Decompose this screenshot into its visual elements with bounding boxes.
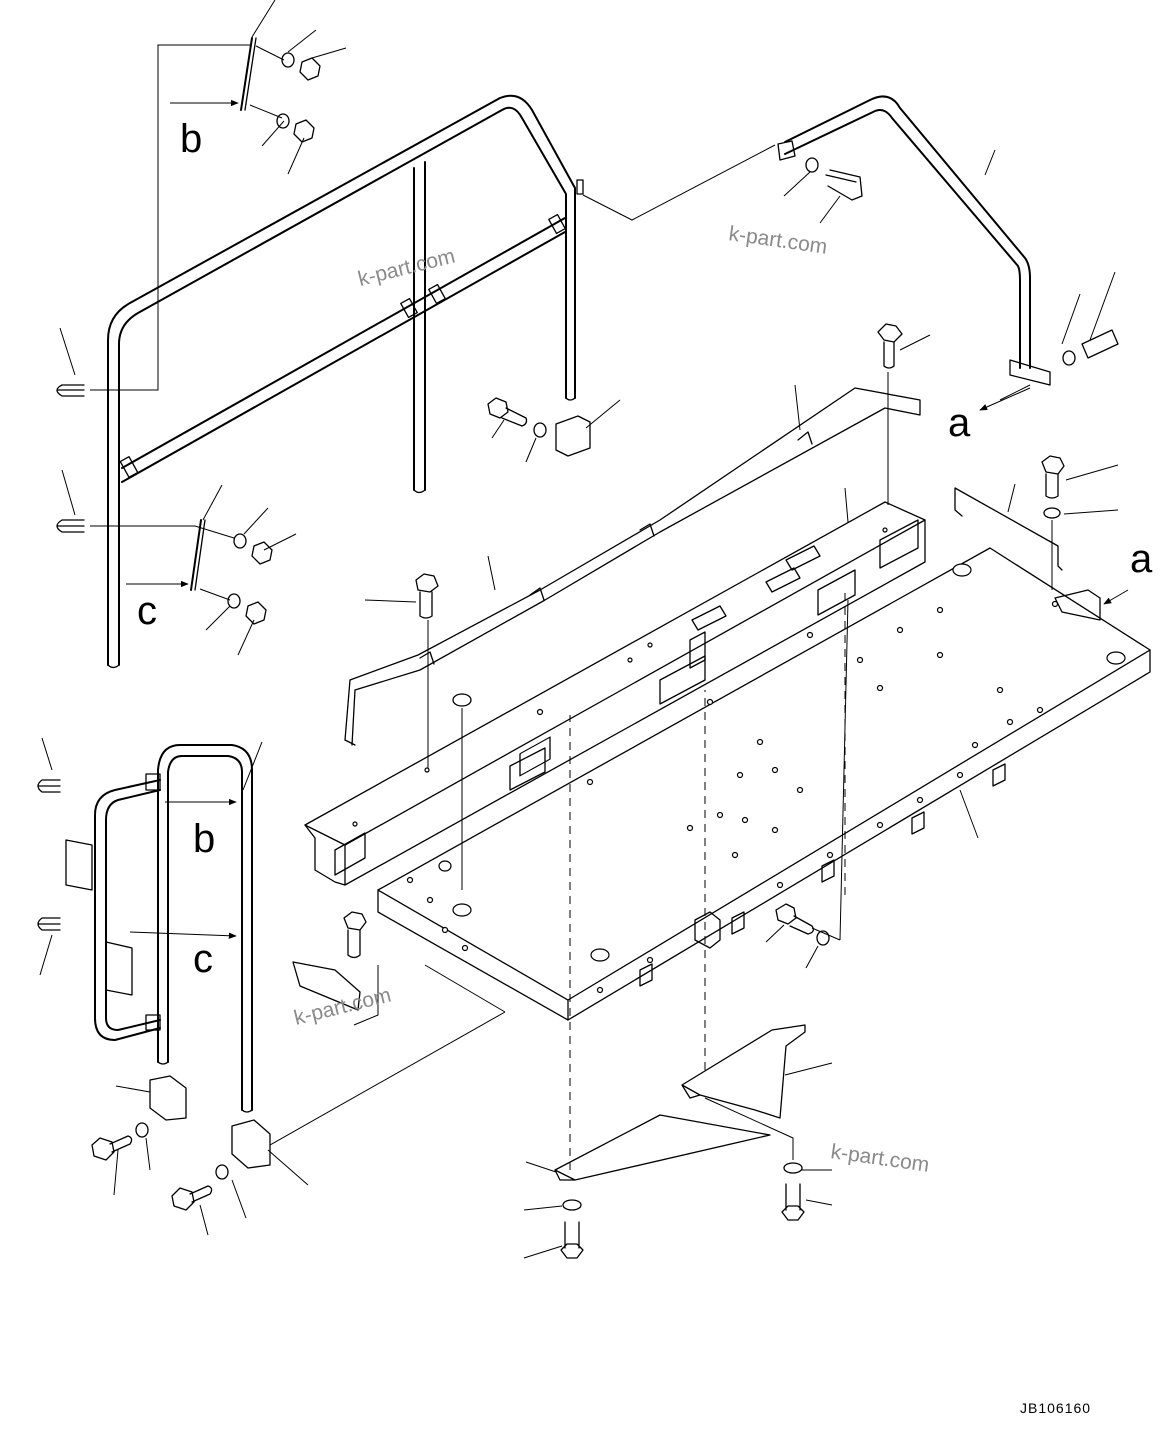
long-rail bbox=[304, 487, 926, 886]
callout-a-right: a bbox=[948, 401, 971, 445]
watermark-1: k-part.com bbox=[356, 245, 458, 291]
callout-b-lower: b bbox=[193, 817, 215, 861]
drawing-code: JB106160 bbox=[1020, 1400, 1091, 1416]
right-handrail bbox=[582, 95, 1119, 401]
upper-bracket bbox=[344, 384, 921, 746]
plate-holes bbox=[406, 600, 1059, 994]
side-handrail bbox=[37, 737, 506, 1236]
lower-parts bbox=[292, 590, 849, 1259]
callout-c-lower: c bbox=[193, 937, 213, 981]
right-bracket bbox=[954, 483, 1101, 621]
watermark-4: k-part.com bbox=[829, 1140, 930, 1177]
left-handrail bbox=[56, 0, 584, 669]
watermark-3: k-part.com bbox=[292, 984, 394, 1030]
bolts-upper bbox=[364, 323, 1119, 890]
watermark-2: k-part.com bbox=[727, 222, 828, 259]
callout-b-upper: b bbox=[180, 117, 202, 161]
callout-c-upper: c bbox=[137, 589, 157, 633]
floor-plate bbox=[377, 547, 1151, 1021]
callout-a-far-right: a bbox=[1130, 537, 1153, 581]
